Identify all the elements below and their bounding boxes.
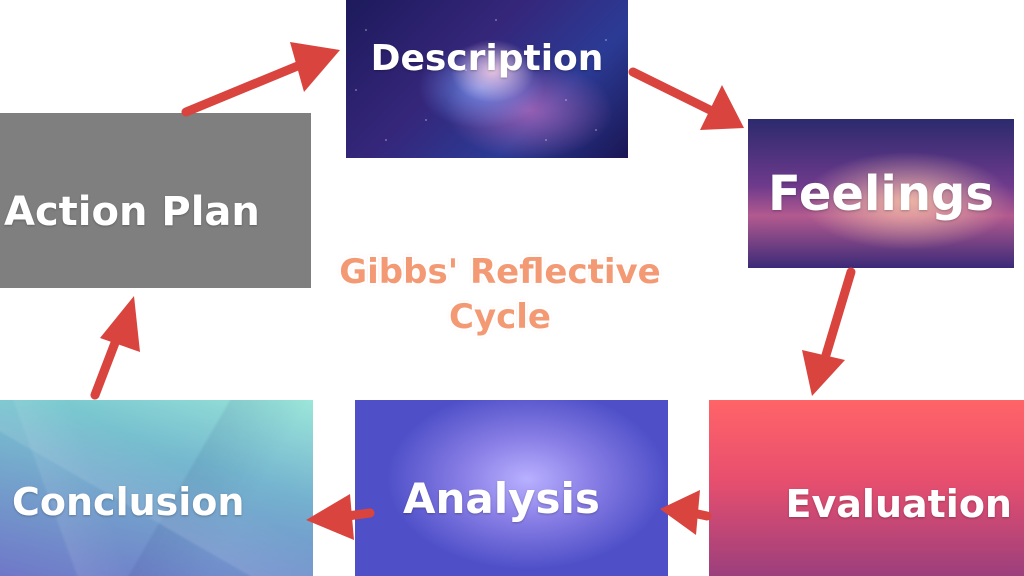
arrow-action-plan-to-description — [181, 42, 340, 117]
stage-feelings-label: Feelings — [768, 165, 994, 222]
stage-evaluation-label: Evaluation — [785, 482, 1012, 526]
stage-analysis-label: Analysis — [403, 474, 600, 523]
stage-description-label: Description — [370, 38, 604, 79]
stage-description: Description — [346, 0, 628, 158]
stage-action-plan-label: Action Plan — [4, 189, 260, 235]
arrow-conclusion-to-action-plan — [90, 296, 140, 400]
stage-feelings: Feelings — [748, 119, 1014, 268]
stage-conclusion: Conclusion — [0, 400, 313, 576]
polygon-background — [0, 400, 313, 576]
diagram-title: Gibbs' Reflective Cycle — [339, 252, 661, 337]
stage-evaluation: Evaluation — [709, 400, 1024, 576]
stage-action-plan: Action Plan — [0, 113, 311, 288]
stage-conclusion-label: Conclusion — [12, 480, 245, 524]
arrow-description-to-feelings — [628, 67, 744, 130]
arrow-feelings-to-evaluation — [802, 267, 856, 396]
stage-analysis: Analysis — [355, 400, 668, 576]
starfield-background — [346, 0, 628, 158]
